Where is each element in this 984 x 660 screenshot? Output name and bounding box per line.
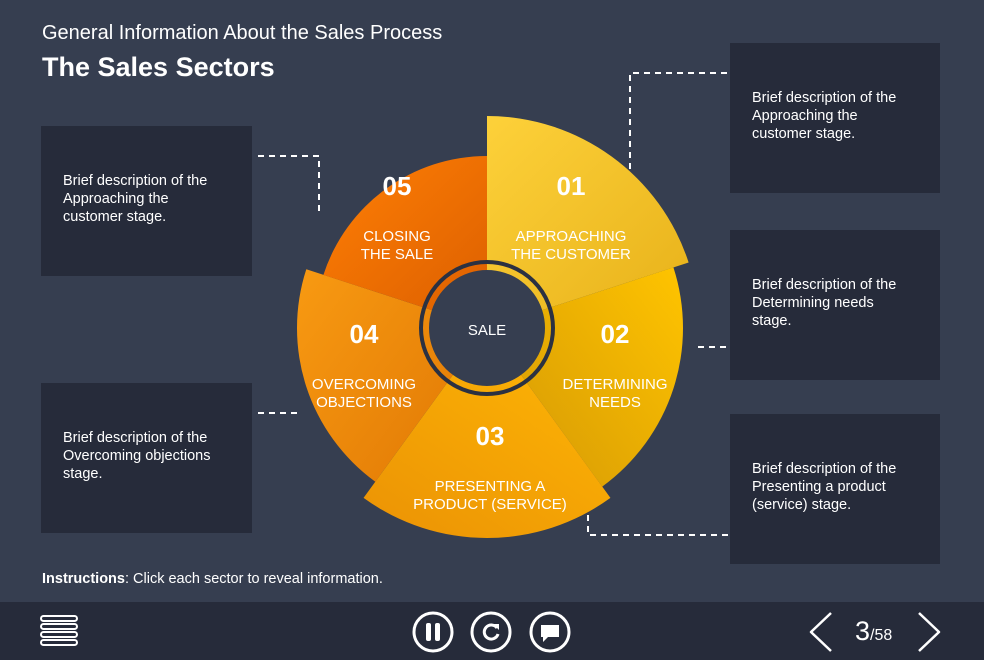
card-text-line: Brief description of the: [63, 430, 208, 446]
connector-right-3: [587, 515, 730, 536]
info-card-right-2: Brief description of the Determining nee…: [730, 230, 940, 380]
info-card-left-top: Brief description of the Approaching the…: [41, 126, 252, 276]
page-subtitle: General Information About the Sales Proc…: [42, 22, 443, 44]
card-text-line: stage.: [752, 313, 792, 329]
sector-label-line: CLOSING: [363, 228, 431, 245]
sector-02[interactable]: [521, 267, 684, 487]
sector-label-line: THE SALE: [361, 246, 434, 263]
card-text-line: Approaching the: [752, 108, 858, 124]
sector-number: 04: [350, 319, 379, 349]
sector-number: 05: [383, 171, 412, 201]
sector-label-line: OBJECTIONS: [316, 394, 412, 411]
card-text-line: customer stage.: [63, 209, 167, 225]
card-text-line: stage.: [63, 466, 103, 482]
card-text-line: Approaching the: [63, 191, 169, 207]
sector-number: 03: [476, 421, 505, 451]
pause-icon[interactable]: [412, 611, 454, 653]
sector-label-line: DETERMINING: [563, 376, 668, 393]
center-ring: [419, 260, 555, 396]
card-text-line: Presenting a product: [752, 479, 886, 495]
page-title: The Sales Sectors: [42, 52, 275, 82]
sector-01[interactable]: [487, 116, 689, 311]
connector-right-1: [629, 72, 730, 180]
sector-05[interactable]: [323, 156, 487, 311]
card-text-line: Brief description of the: [63, 173, 208, 189]
instructions-label: Instructions: [42, 571, 125, 587]
sector-label-line: OVERCOMING: [312, 376, 416, 393]
replay-icon[interactable]: [470, 611, 512, 653]
connector-left-top: [258, 155, 320, 212]
page-counter: 3/58: [855, 616, 892, 647]
sector-number: 02: [601, 319, 630, 349]
page-current: 3: [855, 616, 871, 646]
card-text-line: Overcoming objections: [63, 448, 211, 464]
menu-icon[interactable]: [40, 614, 78, 648]
sector-number: 01: [557, 171, 586, 201]
card-text-line: Determining needs: [752, 295, 874, 311]
info-card-right-1: Brief description of the Approaching the…: [730, 43, 940, 193]
instructions: Instructions: Click each sector to revea…: [42, 571, 383, 587]
sector-03[interactable]: [363, 374, 611, 539]
info-card-left-bottom: Brief description of the Overcoming obje…: [41, 383, 252, 533]
card-text-line: Brief description of the: [752, 277, 897, 293]
chevron-right-icon[interactable]: [916, 610, 942, 654]
sector-label-line: THE CUSTOMER: [511, 246, 631, 263]
center-hub[interactable]: [431, 272, 543, 384]
sector-04[interactable]: [297, 269, 453, 482]
sector-label-line: NEEDS: [589, 394, 641, 411]
sector-label-line: APPROACHING: [516, 228, 627, 245]
center-label: SALE: [468, 322, 506, 339]
card-text-line: customer stage.: [752, 126, 856, 142]
sector-label-line: PRODUCT (SERVICE): [413, 496, 567, 513]
player-controls-bar: 3/58: [0, 602, 984, 660]
card-text-line: Brief description of the: [752, 461, 897, 477]
chevron-left-icon[interactable]: [808, 610, 834, 654]
card-text-line: (service) stage.: [752, 497, 852, 513]
speech-bubble-icon[interactable]: [529, 611, 571, 653]
info-card-right-3: Brief description of the Presenting a pr…: [730, 414, 940, 564]
instructions-text: : Click each sector to reveal informatio…: [124, 571, 383, 587]
card-text-line: Brief description of the: [752, 90, 897, 106]
sector-label-line: PRESENTING A: [435, 478, 546, 495]
page-total: /58: [870, 627, 893, 644]
